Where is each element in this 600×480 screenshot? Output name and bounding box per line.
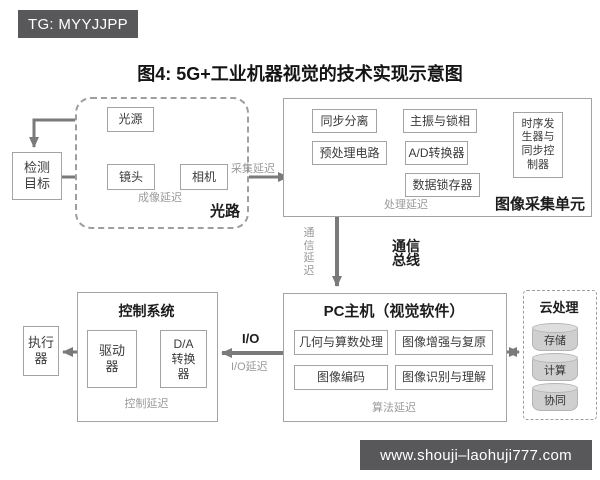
lens-box: 镜头: [107, 164, 155, 190]
camera-box: 相机: [180, 164, 228, 190]
actuator-box: 执行 器: [23, 326, 59, 376]
image-encoding-box: 图像编码: [294, 365, 388, 390]
timing-sync-controller-box: 时序发 生器与 同步控 制器: [513, 112, 563, 178]
image-enhance-restore-box: 图像增强与复原: [395, 330, 493, 355]
control-delay-label: 控制延迟: [124, 398, 169, 410]
communication-bus-label: 通信 总线: [392, 238, 420, 268]
image-acquisition-unit-label: 图像采集单元: [495, 196, 586, 213]
oscillator-phaselock-box: 主振与锁相: [403, 109, 477, 133]
cloud-compute-label: 计算: [544, 365, 566, 377]
data-latch-box: 数据锁存器: [405, 173, 480, 197]
algorithm-delay-label: 算法延迟: [372, 402, 416, 414]
cloud-compute-cylinder-icon: 计算: [532, 353, 578, 381]
cloud-storage-cylinder-icon: 存储: [532, 323, 578, 351]
imaging-delay-label: 成像延迟: [138, 192, 182, 204]
top-watermark-banner: TG: MYYJJPP: [18, 10, 138, 38]
cloud-collaboration-cylinder-icon: 协同: [532, 383, 578, 411]
io-delay-label: I/O延迟: [231, 361, 268, 373]
optical-path-label: 光路: [210, 203, 241, 220]
optical-path-group: [75, 97, 249, 229]
cloud-processing-title: 云处理: [539, 300, 579, 315]
driver-box: 驱动 器: [87, 330, 137, 388]
cloud-storage-label: 存储: [544, 335, 566, 347]
pc-host-group: [283, 293, 507, 422]
pc-host-title: PC主机（视觉软件）: [323, 303, 465, 320]
light-source-box: 光源: [107, 107, 154, 132]
preprocess-circuit-box: 预处理电路: [312, 141, 387, 165]
acquisition-delay-label: 采集延迟: [231, 163, 275, 175]
ad-converter-box: A/D转换器: [405, 141, 468, 165]
bottom-watermark-banner: www.shouji–laohuji777.com: [360, 440, 592, 470]
da-converter-box: D/A 转换 器: [160, 330, 207, 388]
detection-target-box: 检测 目标: [12, 152, 62, 200]
control-system-title: 控制系统: [118, 303, 175, 319]
io-label: I/O: [242, 331, 260, 346]
processing-delay-label: 处理延迟: [384, 199, 428, 211]
figure-title: 图4: 5G+工业机器视觉的技术实现示意图: [137, 64, 463, 84]
communication-delay-label: 通 信 延 迟: [303, 227, 315, 277]
cloud-collaboration-label: 协同: [544, 395, 566, 407]
geometry-arithmetic-box: 几何与算数处理: [294, 330, 388, 355]
sync-separation-box: 同步分离: [312, 109, 377, 133]
image-recognition-box: 图像识别与理解: [395, 365, 493, 390]
